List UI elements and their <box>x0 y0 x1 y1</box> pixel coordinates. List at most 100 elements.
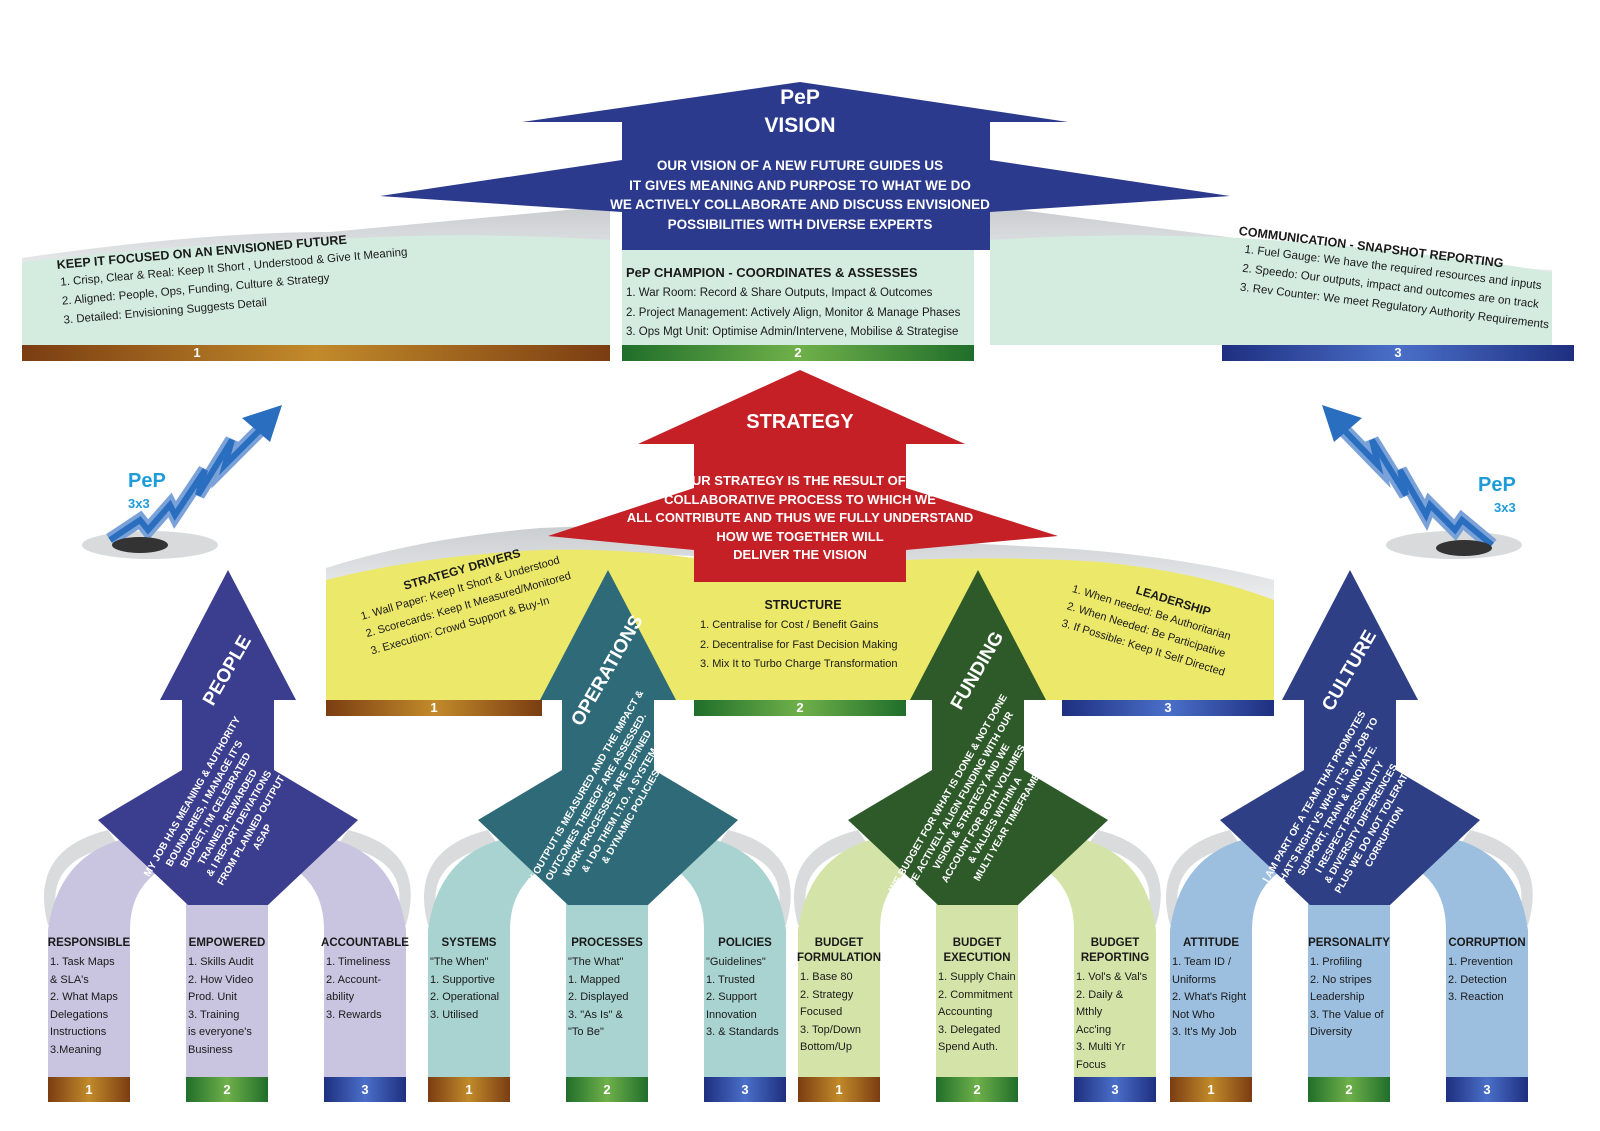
operations-foot-bar-3-number: 3 <box>741 1082 749 1097</box>
people-foot-item: 3. Rewards <box>326 1008 382 1021</box>
people-foot-item: 3.Meaning <box>50 1043 102 1056</box>
people-foot-item: 3. Training <box>188 1008 240 1021</box>
strategy-statement-line: DELIVER THE VISION <box>733 547 867 562</box>
operations-foot-item: 3. "As Is" & <box>568 1008 623 1021</box>
people-right-arm <box>296 840 406 1077</box>
funding-foot-item: Spend Auth. <box>938 1041 998 1053</box>
vision-center-box-title: PeP CHAMPION - COORDINATES & ASSESSES <box>626 265 918 280</box>
funding-foot-item: 3. Delegated <box>938 1023 1001 1036</box>
culture-right-arm <box>1418 840 1528 1077</box>
right-3x3-label: 3x3 <box>1494 500 1516 515</box>
operations-foot-item: "The What" <box>568 956 624 968</box>
operations-foot-item: 1. Mapped <box>568 973 620 986</box>
culture-foot-item: 1. Prevention <box>1448 956 1513 968</box>
culture-foot-title: CORRUPTION <box>1442 936 1532 951</box>
culture-center-stem <box>1308 880 1390 1077</box>
strategy-bar-3-number: 3 <box>1164 700 1172 715</box>
culture-foot-item: 3. The Value of <box>1310 1008 1384 1021</box>
strategy-center-box-item: 3. Mix It to Turbo Charge Transformation <box>700 658 898 670</box>
operations-foot-title: PROCESSES <box>562 936 652 951</box>
operations-center-stem <box>566 880 648 1077</box>
vision-statement-line: IT GIVES MEANING AND PURPOSE TO WHAT WE … <box>629 177 971 193</box>
culture-foot-item: 3. It's My Job <box>1172 1026 1237 1038</box>
culture-foot-item: Not Who <box>1172 1008 1215 1021</box>
operations-foot-item: Innovation <box>706 1008 757 1021</box>
operations-foot-title-line: SYSTEMS <box>441 937 497 949</box>
funding-foot-item: 2. Strategy <box>800 988 854 1001</box>
funding-foot-bar-3-number: 3 <box>1111 1082 1119 1097</box>
people-foot-title: RESPONSIBLE <box>44 936 134 951</box>
vision-center-box-shape <box>622 248 974 345</box>
strategy-statement: OUR STRATEGY IS THE RESULT OF A COLLABOR… <box>620 472 980 565</box>
strategy-title: STRATEGY <box>746 411 854 433</box>
culture-foot-item: 2. No stripes <box>1310 973 1372 986</box>
vision-center-box-item: 3. Ops Mgt Unit: Optimise Admin/Interven… <box>626 326 959 338</box>
operations-foot-title-line: PROCESSES <box>571 937 643 949</box>
vision-center-box-item: 1. War Room: Record & Share Outputs, Imp… <box>626 287 933 299</box>
people-foot-item: & SLA's <box>50 973 89 986</box>
vision-center-box-item: 2. Project Management: Actively Align, M… <box>626 306 961 319</box>
operations-left-arm <box>428 840 540 1077</box>
vision-statement-line: POSSIBILITIES WITH DIVERSE EXPERTS <box>667 216 933 232</box>
vision-statement: OUR VISION OF A NEW FUTURE GUIDES US IT … <box>560 156 1040 234</box>
people-foot-title-line: ACCOUNTABLE <box>321 937 409 949</box>
right-pep-label: PeP <box>1478 474 1516 496</box>
operations-foot-item: 1. Trusted <box>706 973 755 986</box>
culture-foot-item: 2. Detection <box>1448 973 1507 986</box>
strategy-grey-arms <box>326 522 1274 606</box>
operations-foot-title: SYSTEMS <box>424 936 514 951</box>
culture-foot-bar-2-number: 2 <box>1345 1082 1353 1097</box>
vision-statement-line: WE ACTIVELY COLLABORATE AND DISCUSS ENVI… <box>610 197 990 212</box>
operations-foot-bar-2-number: 2 <box>603 1082 611 1097</box>
people-left-arm <box>48 840 160 1077</box>
funding-foot-title-line: BUDGET <box>1090 937 1140 949</box>
culture-foot-item: Diversity <box>1310 1026 1353 1038</box>
strategy-center-box-list: 1. Centralise for Cost / Benefit Gains 2… <box>700 616 906 675</box>
culture-foot-title: ATTITUDE <box>1166 936 1256 951</box>
funding-foot-bar-1-number: 1 <box>835 1082 843 1097</box>
strategy-bar-2 <box>694 700 906 716</box>
funding-foot-item: Acc'ing <box>1076 1023 1112 1036</box>
culture-foot-bar-3 <box>1446 1077 1528 1102</box>
operations-main-arrow <box>478 570 738 905</box>
funding-foot-item: Mthly <box>1076 1006 1103 1018</box>
vision-bar-3 <box>1222 345 1574 361</box>
culture-pillar-shape <box>1166 570 1533 1102</box>
funding-foot-bar-2 <box>936 1077 1018 1102</box>
funding-foot-item: 1. Supply Chain <box>938 971 1016 983</box>
people-foot-item: Prod. Unit <box>188 991 237 1003</box>
people-foot-item: 1. Skills Audit <box>188 956 254 968</box>
funding-foot-title-line: BUDGET <box>814 937 864 949</box>
culture-foot-item: 2. What's Right <box>1172 991 1247 1003</box>
people-foot-title: ACCOUNTABLE <box>320 936 410 951</box>
operations-foot-item: "To Be" <box>568 1026 604 1038</box>
vision-bar-3-number: 3 <box>1394 345 1402 360</box>
vision-center-box: PeP CHAMPION - COORDINATES & ASSESSES 1.… <box>626 264 976 343</box>
people-foot-title: EMPOWERED <box>182 936 272 951</box>
funding-foot-item: Accounting <box>938 1006 993 1018</box>
culture-foot-title-line: PERSONALITY <box>1308 937 1390 949</box>
vision-bar-2 <box>622 345 974 361</box>
vision-right-box-shape <box>990 235 1552 345</box>
operations-foot-item: "Guidelines" <box>706 956 766 968</box>
culture-foot-title-line: ATTITUDE <box>1182 937 1239 949</box>
funding-foot-item: 2. Daily & <box>1076 988 1124 1001</box>
people-arm-shadow <box>44 830 411 925</box>
people-foot-bar-3-number: 3 <box>361 1082 369 1097</box>
people-foot-title-line: RESPONSIBLE <box>47 937 131 949</box>
funding-foot-item: 1. Vol's & Val's <box>1076 971 1148 983</box>
vision-title: PeP VISION <box>700 84 900 140</box>
people-main-arrow <box>98 570 358 905</box>
culture-foot-item: 1. Profiling <box>1310 956 1362 968</box>
